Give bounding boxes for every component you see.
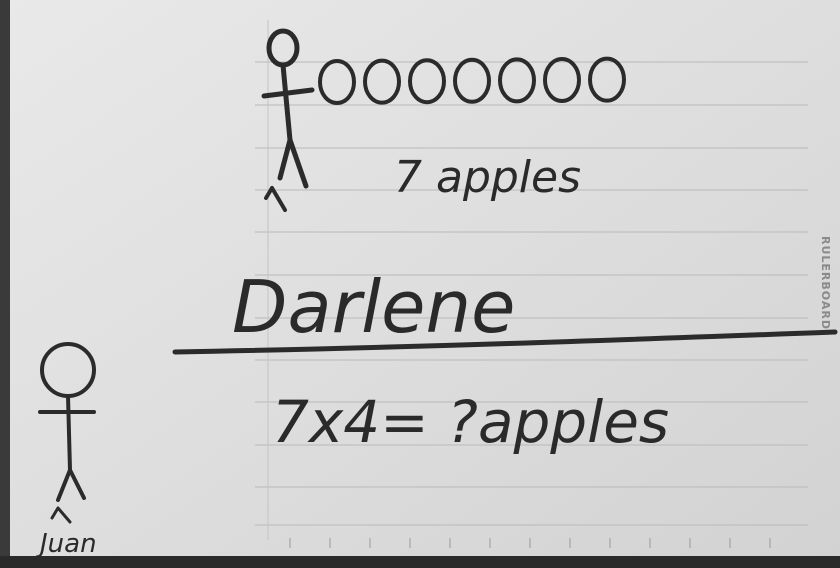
apple-circle: [363, 58, 401, 105]
divider-line: [172, 329, 838, 355]
stick-figure-darlene: [261, 28, 315, 212]
name-juan: Juan: [35, 529, 97, 559]
equation: 7x4= ?apples: [272, 388, 669, 456]
bottom-ruler-ticks: [289, 538, 771, 548]
apple-circle: [453, 57, 491, 104]
apple-circle: [498, 57, 536, 104]
apple-circles: [318, 56, 626, 105]
left-shadow: [0, 0, 10, 568]
apple-circle: [408, 58, 446, 105]
name-darlene: Darlene: [232, 265, 515, 349]
ruled-lines: [255, 61, 808, 526]
brand-label: RULERBOARD: [819, 236, 832, 330]
bottom-shadow: [0, 556, 840, 568]
apple-circle: [318, 59, 356, 105]
apple-circle: [588, 56, 626, 103]
apples-count-label: 7 apples: [394, 152, 581, 203]
apple-circle: [543, 57, 581, 103]
stick-figure-juan: [38, 342, 96, 524]
